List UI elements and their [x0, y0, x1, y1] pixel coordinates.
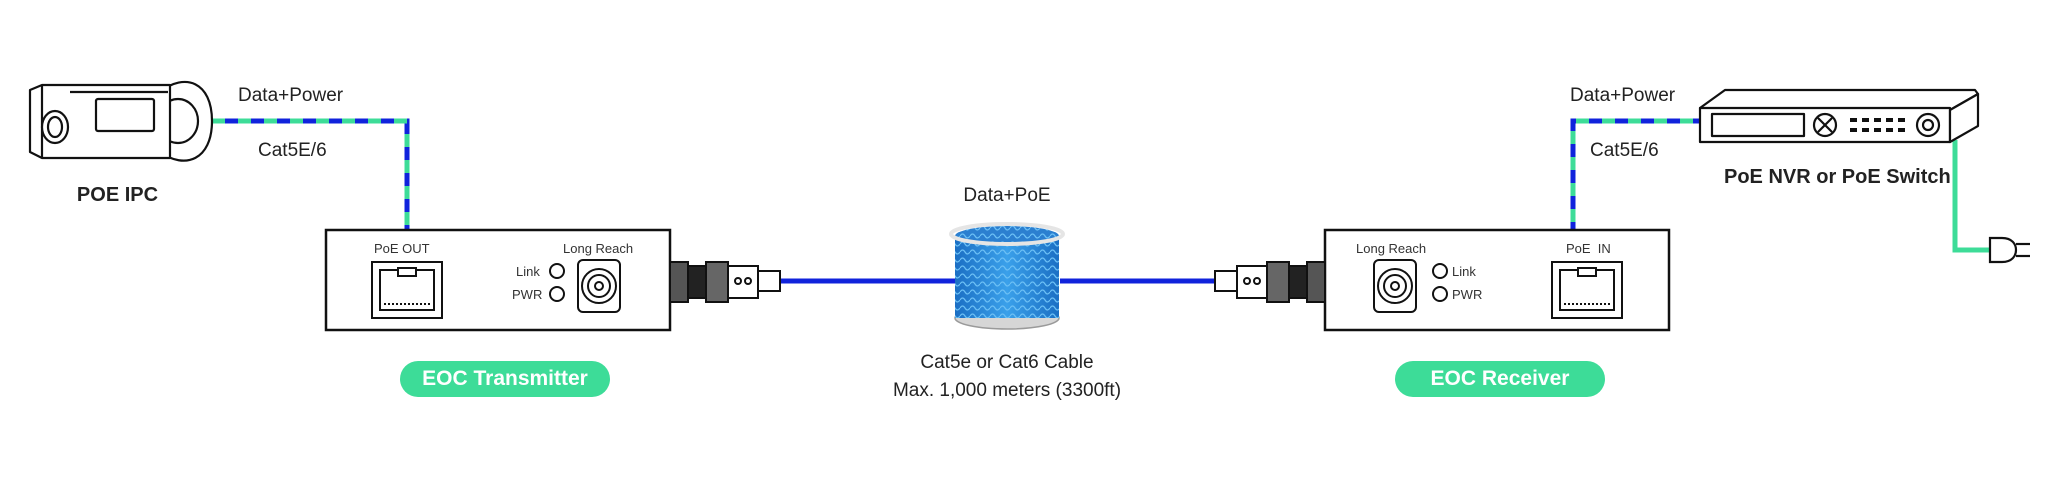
power-plug-icon — [1988, 236, 2030, 264]
eoc-transmitter-badge: EOC Transmitter — [400, 361, 610, 397]
nvr-device-icon — [1698, 88, 1980, 144]
camera-label: POE IPC — [76, 184, 159, 206]
cable-spool-icon — [949, 222, 1065, 330]
tx-port-label: PoE OUT — [374, 241, 430, 256]
eoc-receiver-device — [1214, 228, 1671, 332]
bnc-connector-icon — [577, 259, 621, 313]
receiver-to-nvr-cable — [1570, 118, 1700, 274]
rx-pwr-label: PWR — [1452, 287, 1483, 302]
tx-pwr-label: PWR — [512, 287, 543, 302]
rj45-port-icon — [1551, 261, 1623, 319]
camera-link-bottom-label: Cat5E/6 — [258, 140, 327, 161]
nvr-link-top-label: Data+Power — [1570, 85, 1676, 106]
spool-caption-line1: Cat5e or Cat6 Cable — [920, 352, 1094, 373]
power-cord — [1952, 140, 1990, 253]
rx-port-label: PoE IN — [1566, 241, 1611, 256]
link-led-icon — [1432, 263, 1448, 279]
pwr-led-icon — [1432, 286, 1448, 302]
nvr-label: PoE NVR or PoE Switch — [1724, 166, 1951, 188]
link-led-icon — [549, 263, 565, 279]
eoc-receiver-badge: EOC Receiver — [1395, 361, 1605, 397]
camera-link-top-label: Data+Power — [238, 85, 344, 106]
tx-link-label: Link — [516, 264, 540, 279]
spool-caption-line2: Max. 1,000 meters (3300ft) — [892, 380, 1122, 401]
rx-bnc-label: Long Reach — [1356, 241, 1427, 256]
bnc-connector-icon — [1373, 259, 1417, 313]
eoc-transmitter-device — [324, 228, 781, 332]
spool-top-label: Data+PoE — [963, 185, 1051, 206]
camera-to-transmitter-cable — [212, 118, 410, 274]
rx-coax-plug — [1214, 261, 1326, 303]
rj45-port-icon — [371, 261, 443, 319]
tx-coax-plug — [669, 261, 781, 303]
tx-bnc-label: Long Reach — [563, 241, 634, 256]
nvr-link-bottom-label: Cat5E/6 — [1590, 140, 1659, 161]
bullet-camera-icon — [28, 80, 214, 162]
rx-link-label: Link — [1452, 264, 1476, 279]
pwr-led-icon — [549, 286, 565, 302]
